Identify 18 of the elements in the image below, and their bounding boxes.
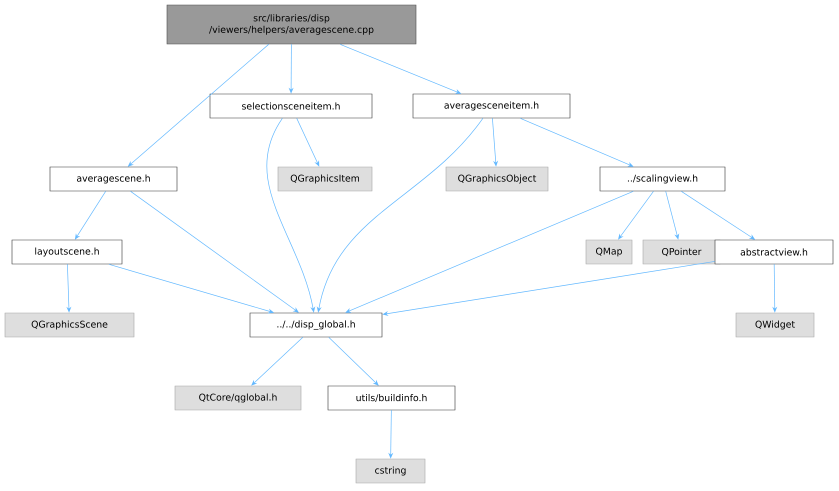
header-file-box: layoutscene.h <box>12 240 122 264</box>
header-file-box: utils/buildinfo.h <box>328 386 456 410</box>
library-header-box: QWidget <box>736 312 814 338</box>
header-file-box: averagesceneitem.h <box>412 94 570 118</box>
header-file-box: averagescene.h <box>50 166 178 192</box>
header-file-box: selectionsceneitem.h <box>210 94 372 118</box>
header-file-box: abstractview.h <box>714 240 834 264</box>
library-header-box: QPointer <box>642 240 720 264</box>
library-header-box: cstring <box>356 458 426 484</box>
source-file-box: src/libraries/disp /viewers/helpers/averagescene.cpp <box>166 4 416 44</box>
library-header-box: QGraphicsScene <box>4 312 134 338</box>
library-header-box: QMap <box>586 240 632 264</box>
library-header-box: QGraphicsObject <box>446 166 548 192</box>
header-file-box: ../scalingview.h <box>600 166 726 192</box>
library-header-box: QGraphicsItem <box>278 166 372 192</box>
arrow <box>130 190 299 313</box>
library-header-box: QtCore/qglobal.h <box>174 386 302 410</box>
header-file-box: ../../disp_global.h <box>250 312 382 338</box>
